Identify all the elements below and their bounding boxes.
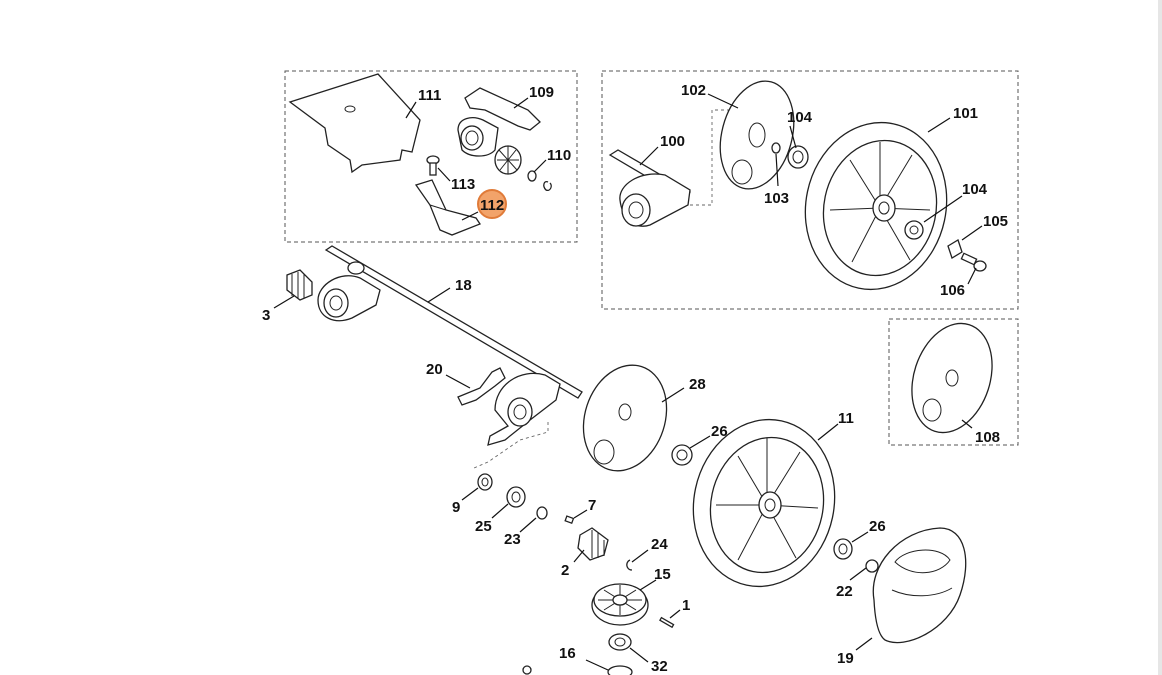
gear-110 — [494, 145, 552, 192]
callout-23[interactable]: 23 — [504, 531, 521, 548]
callout-105[interactable]: 105 — [983, 213, 1008, 230]
callout-19[interactable]: 19 — [837, 650, 854, 667]
axle-bracket-left — [317, 275, 381, 322]
lever-112 — [414, 179, 481, 236]
gear-15 — [591, 583, 649, 626]
callout-111[interactable]: 111 — [418, 87, 441, 104]
callout-1[interactable]: 1 — [682, 597, 690, 614]
axle-part-100 — [608, 149, 691, 227]
cover-plate-111 — [288, 73, 421, 174]
lever-20 — [457, 367, 506, 406]
callout-101[interactable]: 101 — [953, 105, 978, 122]
part-16 — [522, 665, 633, 675]
scrollbar-track[interactable] — [1158, 0, 1162, 675]
callout-28[interactable]: 28 — [689, 376, 706, 393]
key-7 — [564, 515, 575, 525]
callout-7[interactable]: 7 — [588, 497, 596, 514]
callout-110[interactable]: 110 — [547, 147, 571, 164]
callout-3[interactable]: 3 — [262, 307, 270, 324]
cap-disc-28 — [582, 364, 668, 472]
clip-24 — [626, 559, 633, 571]
group-box-top-left — [284, 70, 578, 243]
callout-32[interactable]: 32 — [651, 658, 668, 675]
bearing-25 — [506, 486, 526, 508]
callout-104-top[interactable]: 104 — [787, 109, 813, 126]
wheel-101 — [804, 121, 948, 291]
pin-1 — [659, 616, 675, 629]
highlight-marker[interactable] — [477, 189, 507, 219]
nut-22 — [865, 559, 879, 573]
callout-113[interactable]: 113 — [451, 176, 475, 193]
axle-bracket-right — [487, 372, 561, 446]
callout-9[interactable]: 9 — [452, 499, 460, 516]
bolt-106 — [960, 252, 987, 272]
screw-113 — [426, 155, 440, 176]
washer-103 — [771, 142, 781, 154]
bearing-26b — [833, 538, 853, 560]
callout-20[interactable]: 20 — [426, 361, 443, 378]
callout-108[interactable]: 108 — [975, 429, 1000, 446]
callout-109[interactable]: 109 — [529, 84, 554, 101]
washer-9 — [477, 473, 493, 491]
callout-18[interactable]: 18 — [455, 277, 472, 294]
axle-18 — [324, 245, 583, 399]
callout-2[interactable]: 2 — [561, 562, 569, 579]
callout-22[interactable]: 22 — [836, 583, 853, 600]
callout-24[interactable]: 24 — [651, 536, 668, 553]
cap-disc-108 — [911, 322, 993, 434]
bearing-104a — [787, 145, 809, 169]
callout-26-top[interactable]: 26 — [711, 423, 728, 440]
leader-lines — [273, 93, 983, 671]
washer-23 — [536, 506, 548, 520]
callout-106[interactable]: 106 — [940, 282, 965, 299]
group-box-top-right — [601, 70, 1019, 310]
wheel-11 — [692, 418, 836, 588]
callout-11[interactable]: 11 — [838, 410, 854, 427]
callout-15[interactable]: 15 — [654, 566, 671, 583]
callout-102[interactable]: 102 — [681, 82, 706, 99]
bracket-109 — [457, 87, 541, 157]
cap-19 — [872, 527, 967, 644]
callout-25[interactable]: 25 — [475, 518, 492, 535]
cap-disc-102 — [719, 80, 795, 190]
callout-104-right[interactable]: 104 — [962, 181, 988, 198]
group-box-right — [888, 318, 1019, 446]
bearing-104b — [904, 220, 924, 240]
callout-112[interactable]: 112 — [480, 197, 504, 214]
bearing-32 — [608, 633, 632, 651]
callout-100[interactable]: 100 — [660, 133, 685, 150]
bearing-26a — [671, 444, 693, 466]
dash-line-bracket — [473, 422, 549, 469]
clip-105 — [947, 239, 963, 259]
pinion-2 — [577, 527, 609, 561]
bushing-3 — [286, 269, 313, 301]
callout-16[interactable]: 16 — [559, 645, 576, 662]
dash-line-100 — [690, 109, 730, 206]
callout-26-bottom[interactable]: 26 — [869, 518, 886, 535]
callout-103[interactable]: 103 — [764, 190, 789, 207]
